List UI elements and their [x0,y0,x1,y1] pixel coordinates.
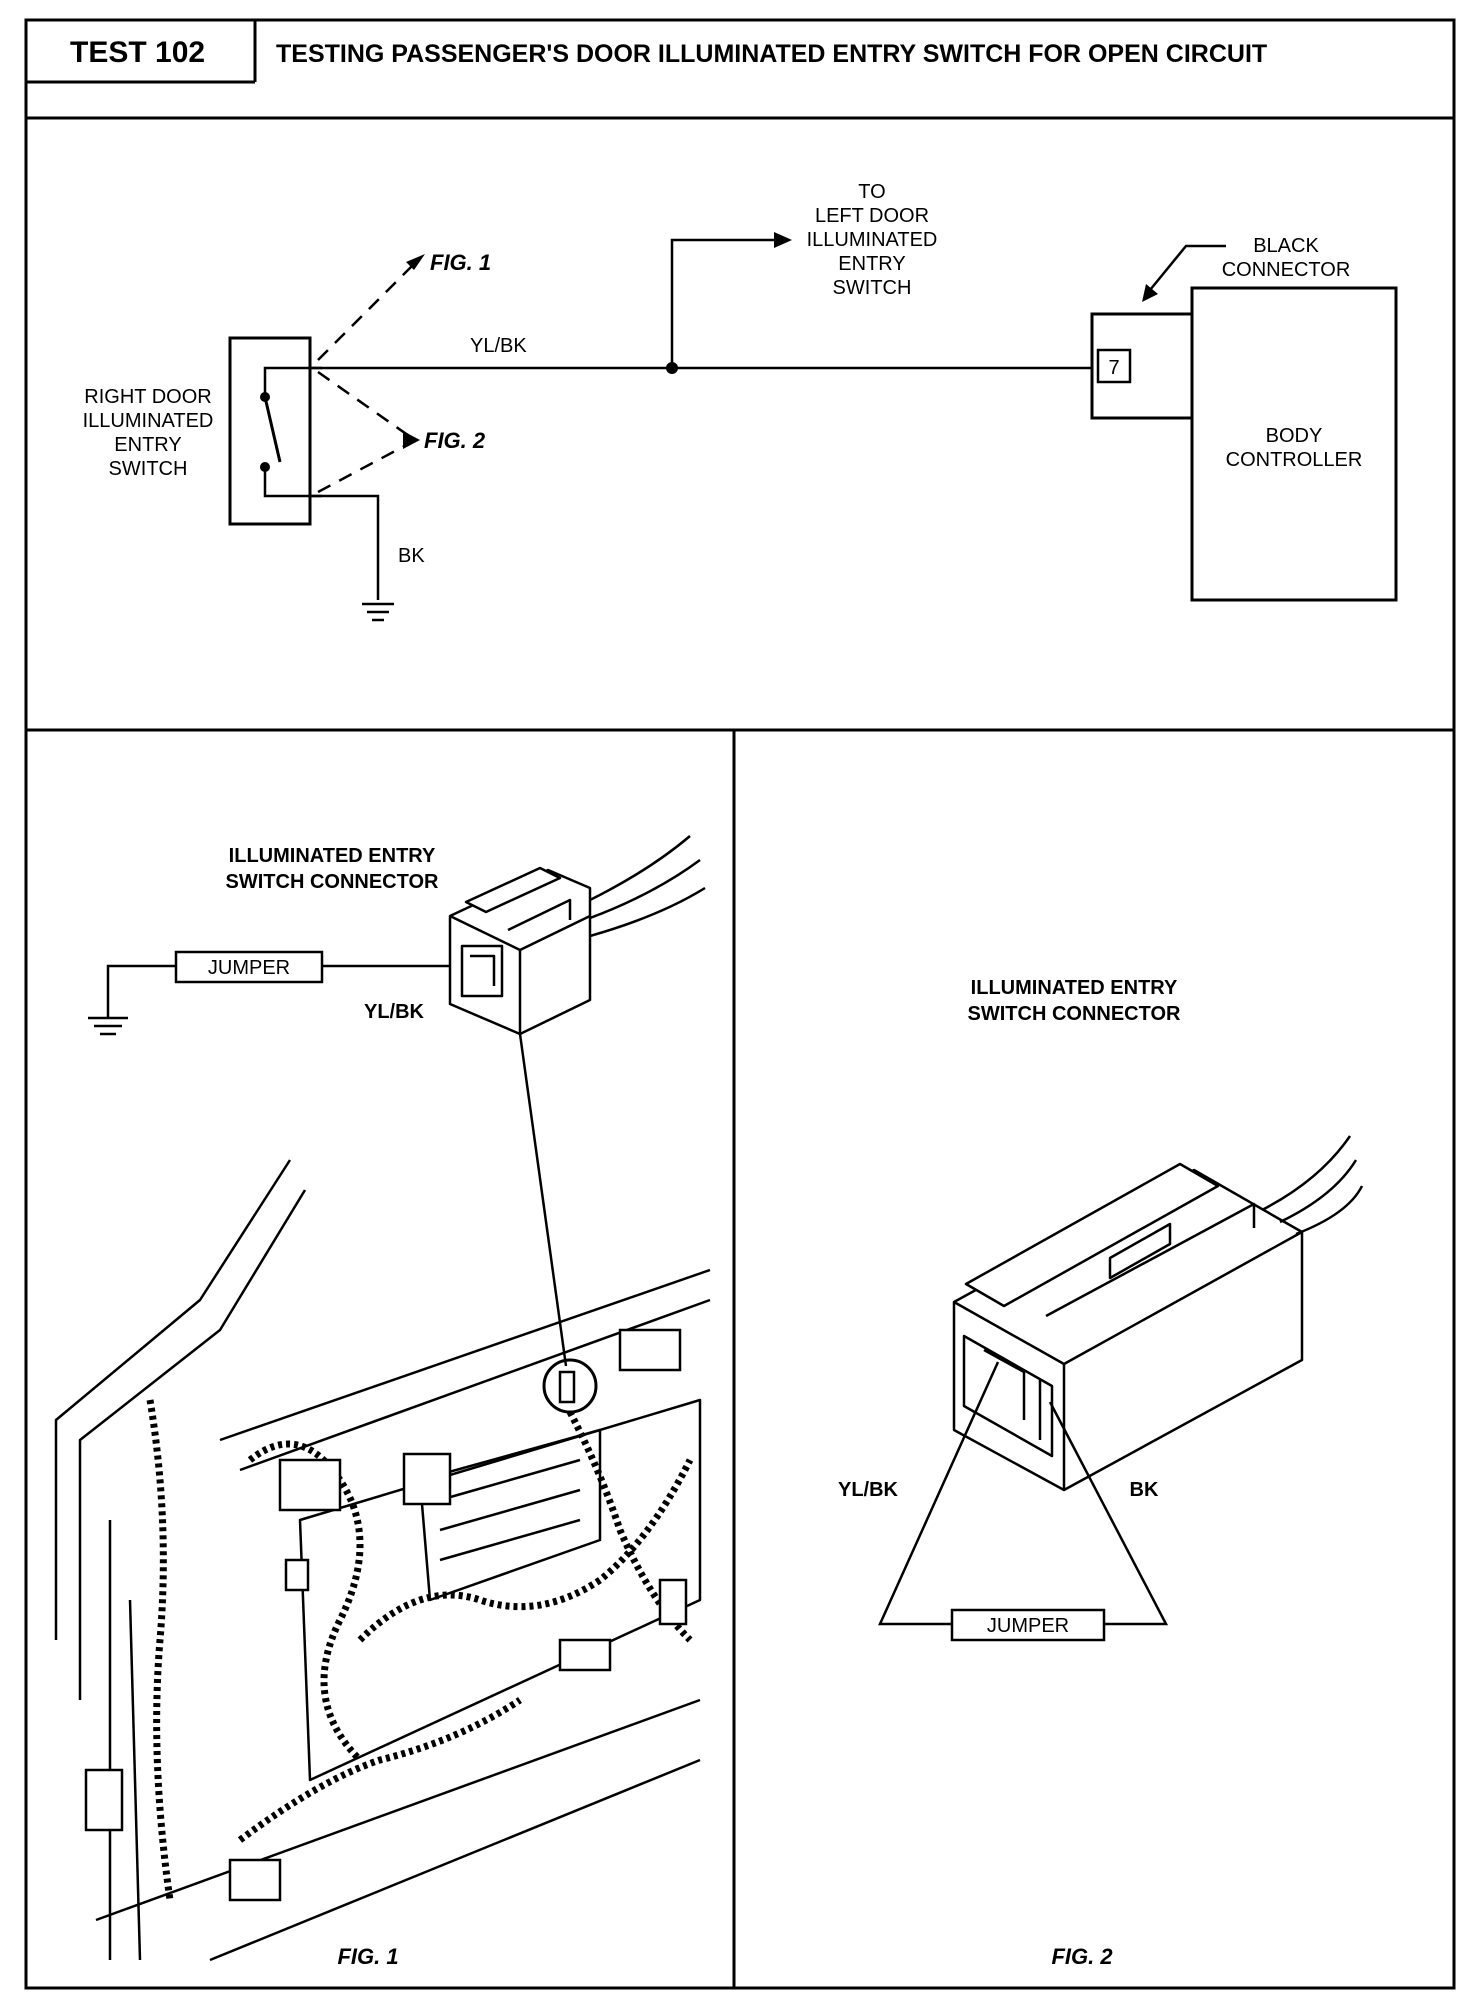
switch-lead-bottom [263,467,322,498]
fig2-callout: FIG. 2 [424,428,486,453]
switch-label-line-1: RIGHT DOOR [84,386,211,408]
ground-wire-label: BK [398,545,425,567]
fig2-connector-label-line-2: SWITCH CONNECTOR [968,1003,1182,1025]
fig1-connector-label-line-1: ILLUMINATED ENTRY [229,845,436,867]
fig1-caption: FIG. 1 [337,1944,398,1969]
switch-label-line-3: ENTRY [114,434,181,456]
test-number: TEST 102 [70,36,205,69]
ground-symbol [362,602,394,622]
connector-leader-arrow [1142,284,1158,302]
ground-wire [310,494,380,600]
fig2-caption: FIG. 2 [1051,1944,1113,1969]
fig1-callout-arrow [406,254,425,270]
fig1-connector-wires [589,835,706,938]
fig2-panel: ILLUMINATED ENTRY SWITCH CONNECTOR JUMPE… [838,977,1364,1969]
connector-label-line-1: BLACK [1253,235,1319,257]
switch-label-line-4: SWITCH [109,458,188,480]
fig2-jumper-label: JUMPER [987,1615,1069,1637]
fig1-callout: FIG. 1 [430,250,491,275]
fig1-panel: ILLUMINATED ENTRY SWITCH CONNECTOR JUMPE… [54,835,711,1969]
switch-blade [263,396,282,463]
fig2-connector-wires [1261,1135,1364,1236]
fig1-components [84,1328,688,1902]
fig2-callout-arrow [403,431,420,449]
wiring-schematic: RIGHT DOOR ILLUMINATED ENTRY SWITCH YL/B… [83,181,1398,622]
connector-leader [1149,244,1226,291]
fig2-jumper-right-lead [1048,1401,1169,1626]
fig1-ground-wire [106,964,176,1018]
fig1-leader-line [518,1033,568,1367]
fig-callout-dashes [317,261,417,494]
switch-lead-top [263,366,322,397]
branch-label-line-2: LEFT DOOR [815,205,929,227]
right-door-switch-box [228,336,312,526]
page-title: TESTING PASSENGER'S DOOR ILLUMINATED ENT… [276,40,1267,68]
fig2-connector-label-line-1: ILLUMINATED ENTRY [971,977,1178,999]
branch-label-line-5: SWITCH [833,277,912,299]
page-frame [24,18,1456,1990]
fig1-connector-label-line-2: SWITCH CONNECTOR [226,871,440,893]
fig1-ground-symbol [88,1016,128,1036]
fig2-left-wire-label: YL/BK [838,1479,899,1501]
fig2-connector-drawing [952,1162,1304,1492]
body-controller-label-line-1: BODY [1266,425,1323,447]
fig2-jumper-box [950,1608,1106,1642]
branch-label-line-3: ILLUMINATED [807,229,938,251]
branch-wire [670,238,780,368]
fig1-wire-label: YL/BK [364,1001,425,1023]
switch-label-line-2: ILLUMINATED [83,410,214,432]
fig1-connector-drawing [448,866,592,1036]
fig2-jumper-left-lead [878,1361,1000,1626]
fig2-right-wire-label: BK [1130,1479,1159,1501]
connector-pin-number: 7 [1108,357,1119,379]
connector-pin-box [1096,348,1132,384]
fig1-jumper-label: JUMPER [208,957,290,979]
connector-label-line-2: CONNECTOR [1222,259,1351,281]
fig1-wire-harness [146,1399,694,1901]
body-controller-box [1190,286,1398,602]
fig1-door-illustration [54,1159,711,1962]
body-controller-label-line-2: CONTROLLER [1226,449,1363,471]
branch-label-line-1: TO [858,181,885,203]
signal-wire-label: YL/BK [470,335,527,357]
branch-arrow [774,232,792,248]
branch-label-line-4: ENTRY [838,253,905,275]
